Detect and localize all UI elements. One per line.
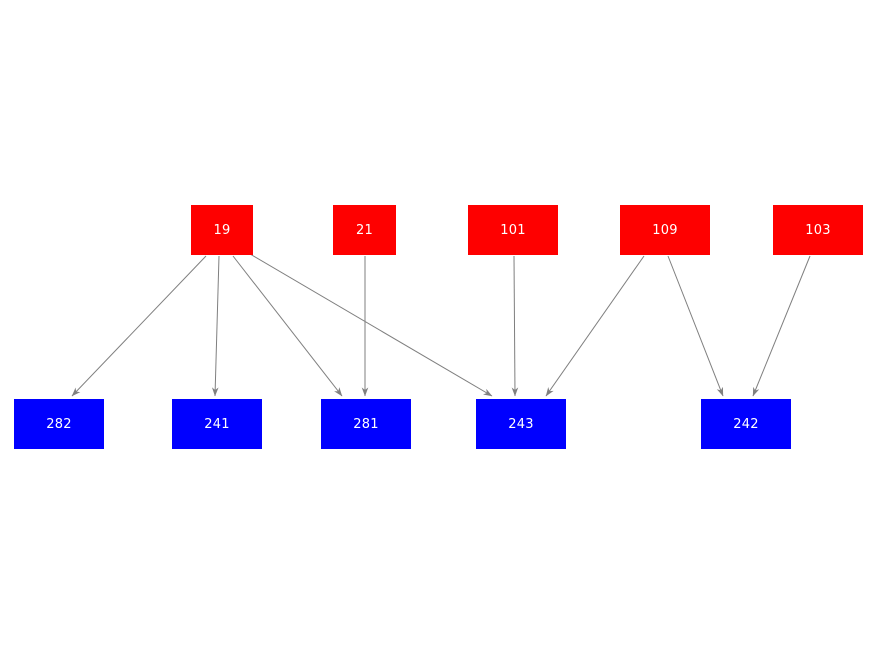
edge-109-to-243 <box>545 255 645 397</box>
edge-103-to-242 <box>752 255 811 397</box>
edges-group <box>71 253 811 397</box>
edge-19-to-282 <box>71 255 207 397</box>
node-label: 103 <box>805 222 831 238</box>
node-label: 241 <box>204 416 230 432</box>
node-label: 243 <box>508 416 534 432</box>
node-label: 21 <box>356 222 373 238</box>
node-label: 109 <box>652 222 678 238</box>
target-node-281[interactable]: 281 <box>321 399 411 449</box>
source-node-21[interactable]: 21 <box>333 205 396 255</box>
edge-19-to-281 <box>232 255 343 397</box>
node-label: 101 <box>500 222 526 238</box>
source-node-103[interactable]: 103 <box>773 205 863 255</box>
target-node-242[interactable]: 242 <box>701 399 791 449</box>
target-node-282[interactable]: 282 <box>14 399 104 449</box>
node-label: 282 <box>46 416 72 432</box>
source-node-19[interactable]: 19 <box>191 205 253 255</box>
node-label: 242 <box>733 416 759 432</box>
edge-19-to-241 <box>211 255 220 397</box>
target-node-241[interactable]: 241 <box>172 399 262 449</box>
source-node-109[interactable]: 109 <box>620 205 710 255</box>
edge-19-to-243 <box>249 253 493 397</box>
node-label: 281 <box>353 416 379 432</box>
source-node-101[interactable]: 101 <box>468 205 558 255</box>
edge-109-to-242 <box>667 255 724 397</box>
edge-101-to-243 <box>511 255 519 397</box>
target-node-243[interactable]: 243 <box>476 399 566 449</box>
node-label: 19 <box>213 222 231 238</box>
